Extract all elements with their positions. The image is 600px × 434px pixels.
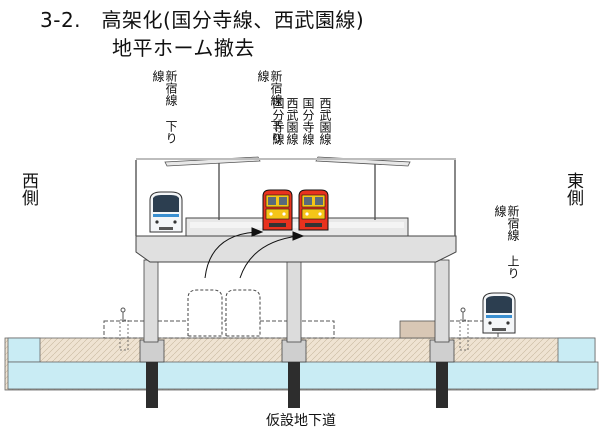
label-kokubunji-2: 国分寺線 — [301, 97, 315, 145]
red-yellow-train-front-icon — [298, 189, 329, 231]
ground-block-right — [399, 320, 439, 339]
west-side-label: 西側 — [18, 172, 38, 206]
label-shinjuku-down-center: 新宿線 下り線 — [256, 70, 283, 144]
foundation-piles — [139, 339, 455, 408]
white-train-front-icon — [482, 292, 516, 334]
east-side-label: 東側 — [563, 172, 583, 206]
label-shinjuku-up: 新宿線 上り線 — [493, 205, 520, 279]
canopy — [135, 156, 456, 236]
white-train-front-icon — [149, 191, 183, 233]
underpass-label: 仮設地下道 — [266, 413, 336, 429]
fence-post-left — [119, 319, 129, 351]
label-seibuen-1: 西武園線 — [285, 97, 299, 145]
curved-arrow-icon — [204, 227, 305, 279]
fence-post-right — [459, 319, 469, 351]
removed-train-outline-2 — [225, 289, 261, 337]
red-yellow-train-front-icon — [262, 189, 293, 231]
water-area-left — [7, 337, 41, 363]
lamp-posts — [120, 307, 466, 322]
label-seibuen-2: 西武園線 — [318, 97, 332, 145]
viaduct-deck — [135, 217, 457, 263]
water-area-right — [557, 337, 596, 363]
underpass-channel — [7, 361, 599, 390]
label-kokubunji-1: 国分寺線 — [271, 97, 285, 145]
removed-train-outline-1 — [187, 289, 223, 337]
page-title: 3-2. 高架化(国分寺線、西武園線) — [40, 8, 365, 32]
page-subtitle: 地平ホーム撤去 — [112, 36, 255, 60]
label-shinjuku-down-left: 新宿線 下り線 — [151, 70, 178, 144]
